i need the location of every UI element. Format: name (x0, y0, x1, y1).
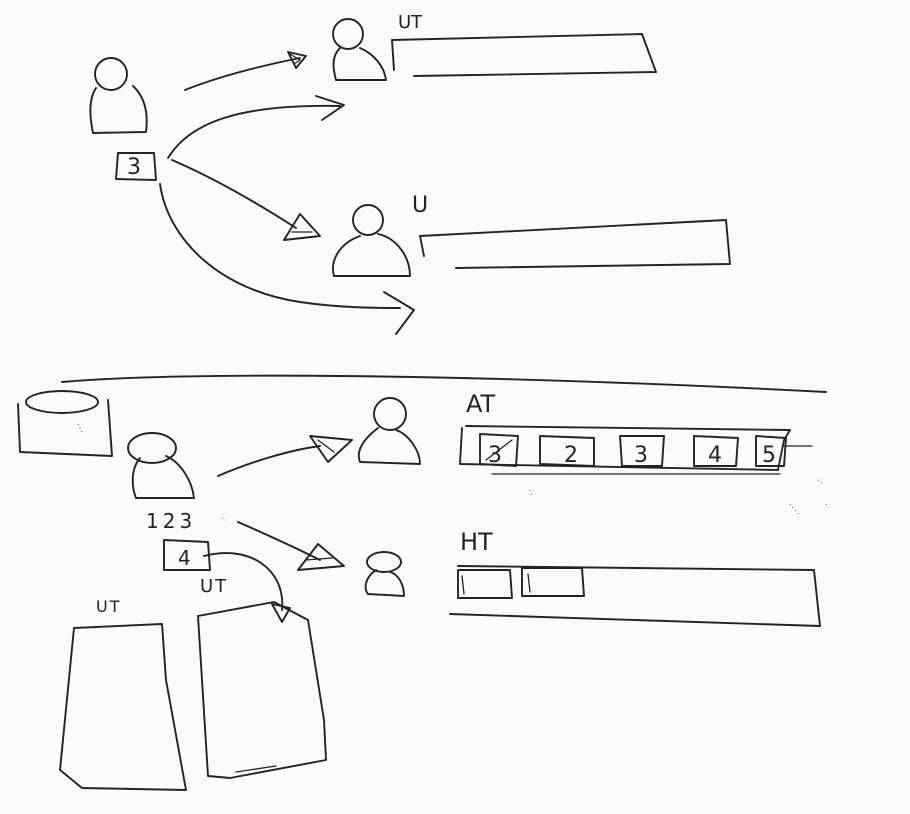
arrow-to-ht-user (237, 521, 321, 561)
top-user-label: UT (398, 12, 423, 33)
ht-box-label: UT (200, 576, 228, 597)
at-slot-4: 4 (693, 435, 739, 468)
section-divider (61, 374, 827, 393)
arrow-to-at-user (217, 445, 321, 477)
arrow-head-at-icon (309, 435, 353, 463)
bottom-sender-token-digit: 4 (178, 546, 191, 570)
at-slot-1-digit: 3 (488, 443, 502, 468)
at-slot-5: 5 (755, 435, 787, 468)
arrow-to-mid-user (171, 159, 297, 229)
ht-slot-bar (449, 565, 821, 627)
at-slot-1: 3 (479, 433, 519, 468)
at-slot-2: 2 (539, 435, 595, 468)
arrow-head-open-icon (315, 95, 345, 121)
database-icon (17, 390, 113, 457)
sender-token-digit: 3 (127, 155, 141, 180)
mid-user-person-icon (332, 204, 411, 277)
ht-label: HT (460, 528, 493, 556)
at-user-person-icon (357, 397, 421, 465)
at-slot-4-digit: 4 (708, 443, 722, 468)
top-user-bar (391, 33, 657, 77)
mid-user-label: U (412, 193, 428, 218)
ht-user-person-icon (364, 551, 405, 597)
counter-label: 123 (146, 509, 196, 533)
ut-bottom-label: UT (96, 597, 121, 616)
at-slot-5-digit: 5 (762, 443, 776, 468)
mid-user-bar (419, 219, 731, 269)
at-slot-3: 3 (619, 435, 665, 468)
sender-token-icon: 3 (115, 152, 157, 181)
bottom-sender-token-icon: 4 (163, 539, 211, 571)
at-slot-3-digit: 3 (634, 443, 648, 468)
sender-person-icon (89, 57, 148, 134)
stray-dots (221, 479, 829, 521)
at-slot-bar (459, 425, 813, 475)
bottom-sender-person-icon (127, 432, 195, 499)
arrow-to-top-user (184, 57, 301, 91)
curved-arrow-right (167, 104, 341, 159)
at-slot-2-digit: 2 (564, 443, 578, 468)
ht-box (197, 601, 327, 779)
arrow-head-triangle-icon (283, 213, 321, 241)
arrow-head-lower-open-icon (383, 291, 415, 335)
arrow-head-ht-icon (297, 543, 345, 571)
top-user-person-icon (332, 18, 387, 81)
curved-arrow-lower (159, 183, 401, 309)
curved-link-to-ht-box (203, 552, 284, 611)
ut-bottom-box (59, 623, 187, 791)
at-label: AT (466, 390, 496, 418)
arrow-head-filled-icon (287, 51, 307, 69)
